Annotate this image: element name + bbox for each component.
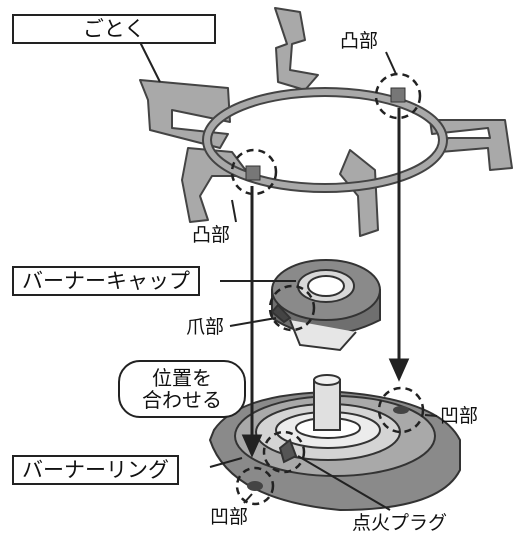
align-line-1: 位置を xyxy=(152,366,212,390)
align-line-2: 合わせる xyxy=(142,388,222,412)
label-burner-ring: バーナーリング xyxy=(12,455,179,485)
burner-cap xyxy=(270,259,381,352)
highlight-circles xyxy=(230,72,425,506)
recess-bottom-mark xyxy=(247,481,263,491)
grate-ring xyxy=(202,87,448,193)
label-recess-bottom: 凹部 xyxy=(210,506,249,528)
label-gotoku: ごとく xyxy=(12,14,216,44)
label-claw: 爪部 xyxy=(186,316,225,338)
burner-ring xyxy=(208,374,461,512)
label-spark-plug: 点火プラグ xyxy=(352,512,448,534)
grate-knob-left xyxy=(245,165,261,181)
grate-knob-right xyxy=(390,87,406,103)
label-burner-cap: バーナーキャップ xyxy=(12,266,200,296)
label-recess-right: 凹部 xyxy=(440,405,479,427)
recess-right-mark xyxy=(393,406,409,414)
label-top-knob-right: 凸部 xyxy=(340,30,379,52)
guide-arrows xyxy=(241,108,410,458)
leader-lines xyxy=(139,41,438,511)
label-top-knob-left: 凸部 xyxy=(192,224,231,246)
align-instruction: 位置を 合わせる xyxy=(118,360,246,418)
